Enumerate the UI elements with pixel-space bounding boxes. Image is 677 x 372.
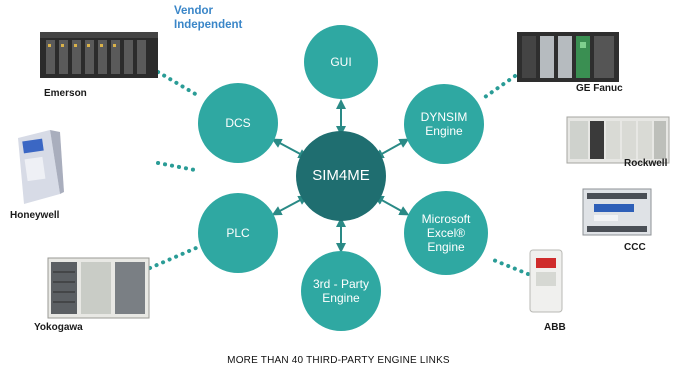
link-honeywell: [156, 161, 197, 172]
link-yokogawa: [148, 246, 198, 270]
node-sim4me: SIM4ME: [296, 131, 386, 221]
footer-caption: MORE THAN 40 THIRD-PARTY ENGINE LINKS: [227, 355, 450, 366]
yokogawa-device-image: [47, 257, 150, 319]
vendor-independent-tagline: Vendor Independent: [174, 5, 243, 31]
node-plc: PLC: [198, 193, 278, 273]
vendor-label-rockwell: Rockwell: [624, 158, 668, 169]
arrow-dynsim: [373, 138, 410, 159]
vendor-label-ccc: CCC: [624, 242, 646, 253]
vendor-label-emerson: Emerson: [44, 88, 87, 99]
node-excel-engine: Microsoft Excel® Engine: [404, 191, 488, 275]
link-emerson: [156, 70, 199, 97]
vendor-label-honeywell: Honeywell: [10, 210, 60, 221]
honeywell-device-image: [18, 130, 64, 204]
emerson-device-image: [40, 32, 158, 78]
link-abb: [489, 257, 530, 276]
node-third-party-engine: 3rd - Party Engine: [301, 251, 381, 331]
ge-fanuc-device-image: [517, 32, 619, 82]
arrow-plc: [271, 195, 309, 216]
link-ge-fanuc: [483, 74, 517, 99]
vendor-label-abb: ABB: [544, 322, 566, 333]
node-gui: GUI: [304, 25, 378, 99]
node-dynsim-engine: DYNSIM Engine: [404, 84, 484, 164]
vendor-links: [148, 70, 530, 276]
ccc-device-image: [582, 188, 652, 236]
arrow-dcs: [271, 138, 309, 159]
arrow-excel: [373, 195, 410, 216]
vendor-label-ge-fanuc: GE Fanuc: [576, 83, 623, 94]
rockwell-device-image: [566, 116, 670, 164]
center-arrows: [271, 99, 410, 253]
vendor-label-yokogawa: Yokogawa: [34, 322, 83, 333]
abb-device-image: [529, 249, 563, 313]
node-dcs: DCS: [198, 83, 278, 163]
